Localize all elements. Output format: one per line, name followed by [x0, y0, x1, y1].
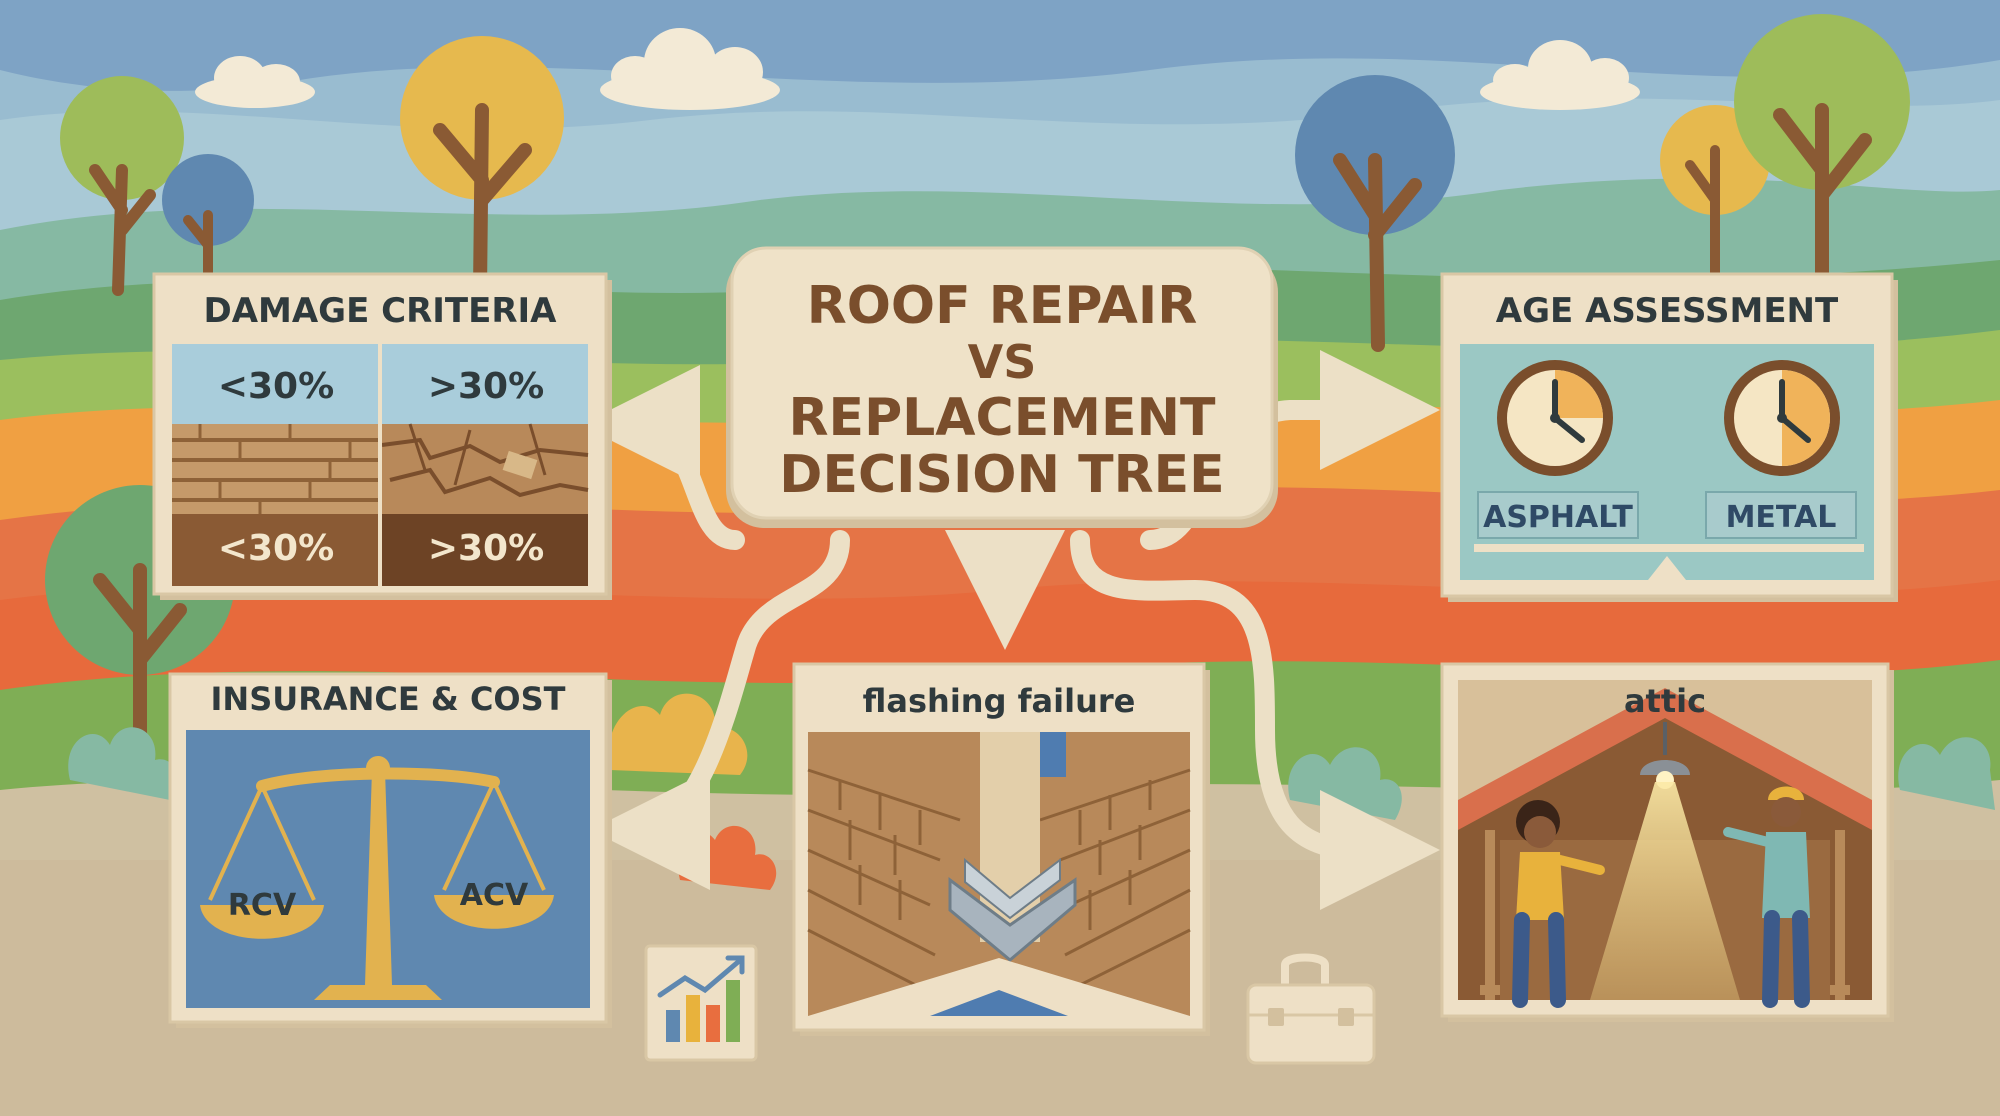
title-panel: ROOF REPAIR VS REPLACEMENT DECISION TREE: [726, 246, 1278, 528]
insurance-cost-title: INSURANCE & COST: [211, 680, 566, 718]
title-line-4: DECISION TREE: [779, 445, 1224, 505]
insurance-cost-panel: INSURANCE & COST RCV ACV: [168, 672, 612, 1028]
lamp-icon: [1590, 722, 1740, 1000]
flashing-failure-title: flashing failure: [863, 682, 1136, 720]
age-assessment-title: AGE ASSESSMENT: [1496, 291, 1839, 331]
clock-icon: [1497, 360, 1613, 476]
person-icon: [1723, 786, 1810, 1008]
cloud-icon: [1480, 40, 1640, 110]
damage-bottom-left-label: <30%: [218, 528, 334, 569]
title-line-3: REPLACEMENT: [789, 388, 1217, 448]
roof-shingles: [807, 768, 1191, 1002]
chart-icon: [644, 944, 758, 1062]
person-icon: [1512, 800, 1605, 1008]
damage-criteria-title: DAMAGE CRITERIA: [204, 291, 558, 331]
cloud-icon: [600, 28, 780, 110]
age-metal-label: METAL: [1726, 500, 1837, 535]
title-line-2: VS: [968, 335, 1037, 389]
toolbox-icon: [1246, 953, 1376, 1065]
damage-top-left-label: <30%: [218, 366, 334, 407]
age-assessment-panel: AGE ASSESSMENT ASPHALT METAL: [1440, 272, 1898, 602]
tree-icon: [1295, 75, 1455, 352]
damage-top-right-label: >30%: [428, 366, 544, 407]
age-asphalt-label: ASPHALT: [1483, 500, 1633, 535]
metal-flashing: [948, 857, 1077, 962]
tree-icon: [60, 76, 184, 296]
shingles-intact: [172, 424, 378, 514]
arrow-to-attic: [1070, 530, 1440, 910]
arrow-to-damage: [580, 365, 745, 550]
tree-icon: [1734, 14, 1910, 307]
damage-criteria-panel: DAMAGE CRITERIA <30% >30% <30% >30%: [152, 272, 612, 600]
tree-icon: [400, 36, 564, 297]
attic-panel: attic: [1440, 662, 1894, 1022]
shingles-damaged: [381, 423, 589, 514]
scale-icon: [200, 756, 554, 1000]
cloud-icon: [195, 56, 315, 108]
damage-bottom-right-label: >30%: [428, 528, 544, 569]
insurance-acv-label: ACV: [460, 878, 529, 913]
attic-title: attic: [1624, 682, 1706, 720]
title-line-1: ROOF REPAIR: [807, 276, 1198, 336]
flashing-failure-panel: flashing failure: [792, 662, 1210, 1036]
clock-icon: [1724, 360, 1840, 476]
arrow-to-insurance: [590, 530, 850, 890]
insurance-rcv-label: RCV: [228, 888, 297, 923]
